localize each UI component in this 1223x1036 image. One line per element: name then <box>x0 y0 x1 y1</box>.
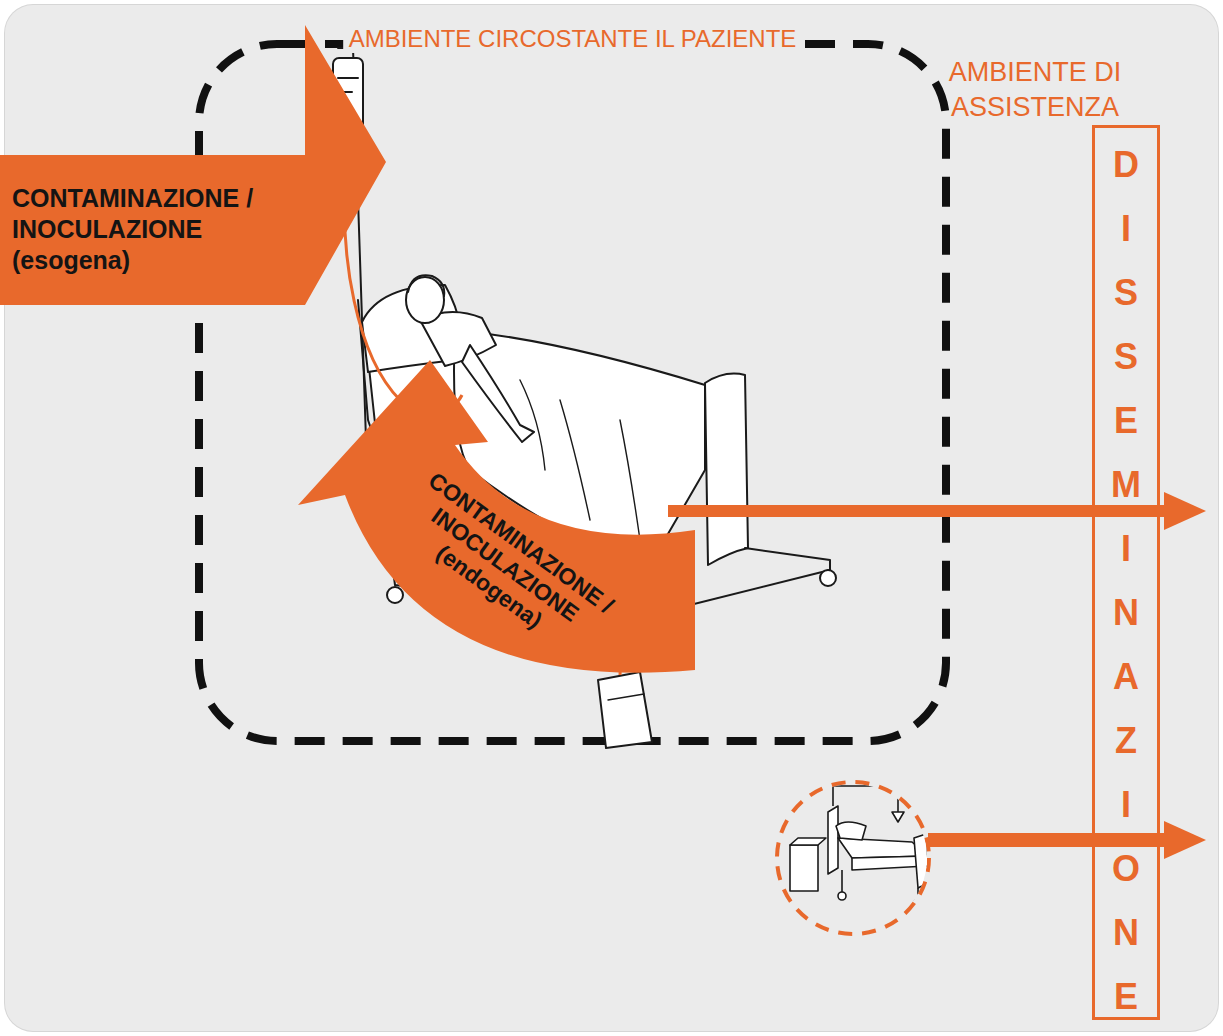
other-bed-circle <box>777 782 929 934</box>
node-label: DISSEMINAZIONE <box>1111 133 1141 1029</box>
endogenous-arrow: CONTAMINAZIONE / INOCULAZIONE (endogena) <box>290 350 700 680</box>
node-label: AMBIENTE CIRCOSTANTE IL PAZIENTE <box>343 25 803 53</box>
dissemination-box: DISSEMINAZIONE <box>1092 125 1160 1020</box>
empty-bed-illustration <box>790 786 930 907</box>
node-label: CONTAMINAZIONE / INOCULAZIONE (esogena) <box>12 183 277 276</box>
node-label: AMBIENTE DI ASSISTENZA <box>920 55 1150 125</box>
exogenous-arrow: CONTAMINAZIONE / INOCULAZIONE (esogena) <box>0 25 390 310</box>
dissemination-arrows <box>668 492 1206 859</box>
care-environment-panel: AMBIENTE DI ASSISTENZA AMBIENTE CIRCOSTA… <box>5 5 1218 1031</box>
